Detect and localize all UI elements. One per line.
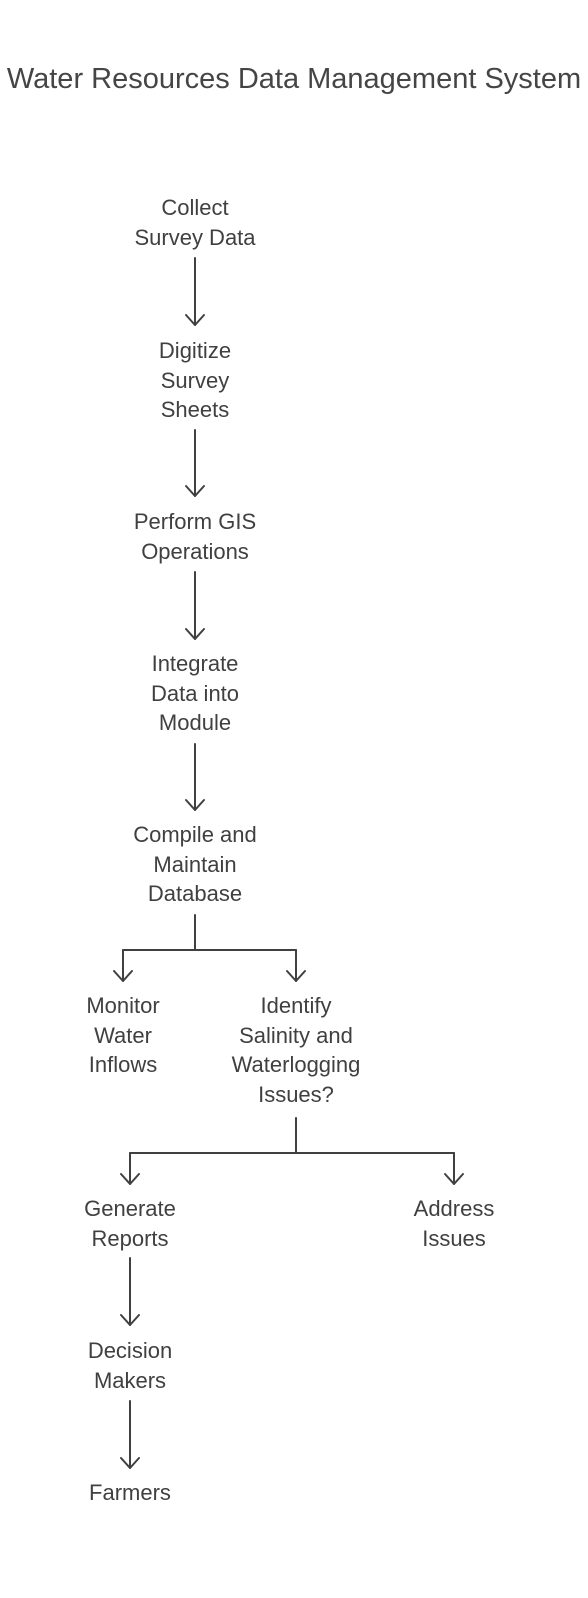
arrow-decision-to-farmers [120,1400,140,1469]
node-identify-salinity-waterlogging: Identify Salinity and Waterlogging Issue… [206,991,386,1109]
arrow-collect-to-digitize [185,257,205,326]
node-line: Database [147,881,243,906]
node-line: Identify [260,993,332,1018]
node-line: Collect [161,195,229,220]
node-line: Decision [87,1338,173,1363]
arrow-gis-to-integrate [185,571,205,640]
node-line: Perform GIS [133,509,257,534]
node-line: Issues? [258,1081,334,1107]
node-line: Module [158,710,232,735]
node-line: Survey Data [134,224,256,250]
node-monitor-water-inflows: Monitor Water Inflows [58,991,188,1080]
node-line: Survey [160,367,230,393]
node-farmers: Farmers [60,1478,200,1508]
node-line: Digitize [158,338,232,363]
node-line: Monitor [86,993,160,1018]
node-line: Farmers [89,1480,171,1505]
node-line: Water [94,1022,152,1048]
node-generate-reports: Generate Reports [60,1194,200,1253]
node-line: Generate [84,1196,176,1221]
node-collect-survey-data: Collect Survey Data [115,193,275,252]
node-line: Makers [93,1367,167,1393]
node-address-issues: Address Issues [389,1194,519,1253]
diagram-title: Water Resources Data Management System [6,63,582,95]
node-line: Maintain [153,851,237,877]
node-integrate-data: Integrate Data into Module [115,649,275,738]
node-line: Salinity and [239,1022,353,1048]
branch-compile [113,914,306,982]
node-line: Issues [422,1225,486,1251]
node-line: Sheets [160,397,230,422]
node-line: Compile and [133,822,257,847]
node-line: Integrate [151,651,239,676]
node-decision-makers: Decision Makers [60,1336,200,1395]
node-compile-database: Compile and Maintain Database [100,820,290,909]
branch-identify [120,1117,464,1185]
node-line: Waterlogging [231,1052,361,1077]
node-perform-gis-operations: Perform GIS Operations [105,507,285,566]
node-line: Operations [141,538,249,564]
arrow-reports-to-decision [120,1257,140,1326]
arrow-integrate-to-compile [185,743,205,811]
node-line: Data into [150,680,240,706]
node-line: Reports [91,1225,169,1251]
node-line: Inflows [88,1052,158,1077]
node-line: Address [413,1196,495,1221]
node-digitize-survey-sheets: Digitize Survey Sheets [115,336,275,425]
arrow-digitize-to-gis [185,429,205,497]
